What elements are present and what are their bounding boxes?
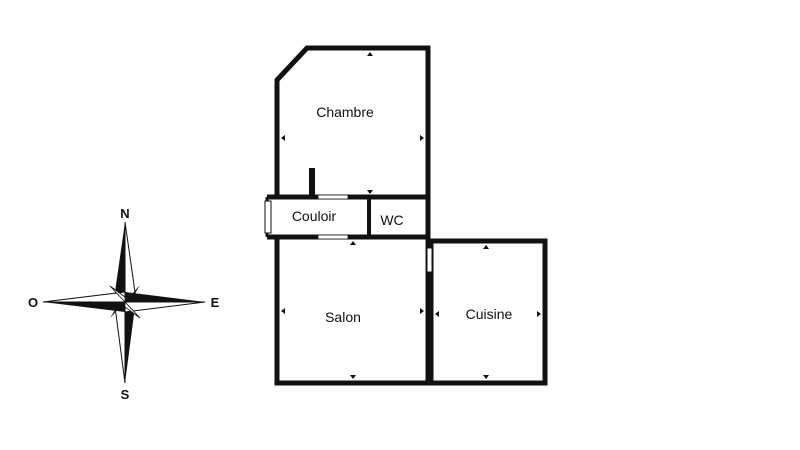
dimension-arrows xyxy=(281,52,541,379)
cuisine-window-left xyxy=(426,247,433,273)
dimension-arrow-icon xyxy=(367,52,373,56)
dimension-arrow-icon xyxy=(420,135,424,141)
salon-walls xyxy=(274,237,431,386)
dimension-arrow-icon xyxy=(537,311,541,317)
dimension-arrow-icon xyxy=(420,308,424,314)
compass-diagonal-se xyxy=(124,300,141,319)
compass-west-light xyxy=(42,291,126,303)
chambre-partition-stub xyxy=(309,168,315,197)
compass-east-dark xyxy=(125,292,205,302)
compass-south-dark xyxy=(125,299,136,383)
room-label-wc: WC xyxy=(380,212,403,228)
dimension-arrow-icon xyxy=(281,308,285,314)
dimension-arrow-icon xyxy=(483,375,489,379)
compass-south-label: S xyxy=(121,387,130,402)
dimension-arrow-icon xyxy=(350,375,356,379)
compass-north-light xyxy=(124,221,137,300)
dimension-arrow-icon xyxy=(483,245,489,249)
couloir-window-left xyxy=(264,200,272,234)
room-label-cuisine: Cuisine xyxy=(466,306,513,322)
dimension-arrow-icon xyxy=(367,190,373,194)
compass-diagonal-sw xyxy=(110,302,125,318)
cuisine-walls xyxy=(428,238,548,386)
compass-west-dark xyxy=(43,302,125,312)
compass-rose-icon xyxy=(42,221,206,384)
room-label-salon: Salon xyxy=(325,309,361,325)
dimension-arrow-icon xyxy=(435,311,439,317)
couloir-opening-top xyxy=(317,194,349,200)
chambre-walls xyxy=(274,45,431,200)
compass-diagonal-nw xyxy=(109,285,126,304)
compass-east-label: E xyxy=(211,295,220,310)
windows xyxy=(264,194,433,273)
room-label-chambre: Chambre xyxy=(316,104,374,120)
dimension-arrow-icon xyxy=(281,135,285,141)
compass-east-light xyxy=(124,301,206,313)
couloir-opening-bottom xyxy=(317,234,349,240)
compass-north-label: N xyxy=(120,206,129,221)
compass-west-label: O xyxy=(28,295,38,310)
compass-diagonal-ne xyxy=(125,285,140,302)
dimension-arrow-icon xyxy=(350,241,356,245)
compass-north-dark xyxy=(114,222,125,299)
room-label-couloir: Couloir xyxy=(292,208,337,224)
